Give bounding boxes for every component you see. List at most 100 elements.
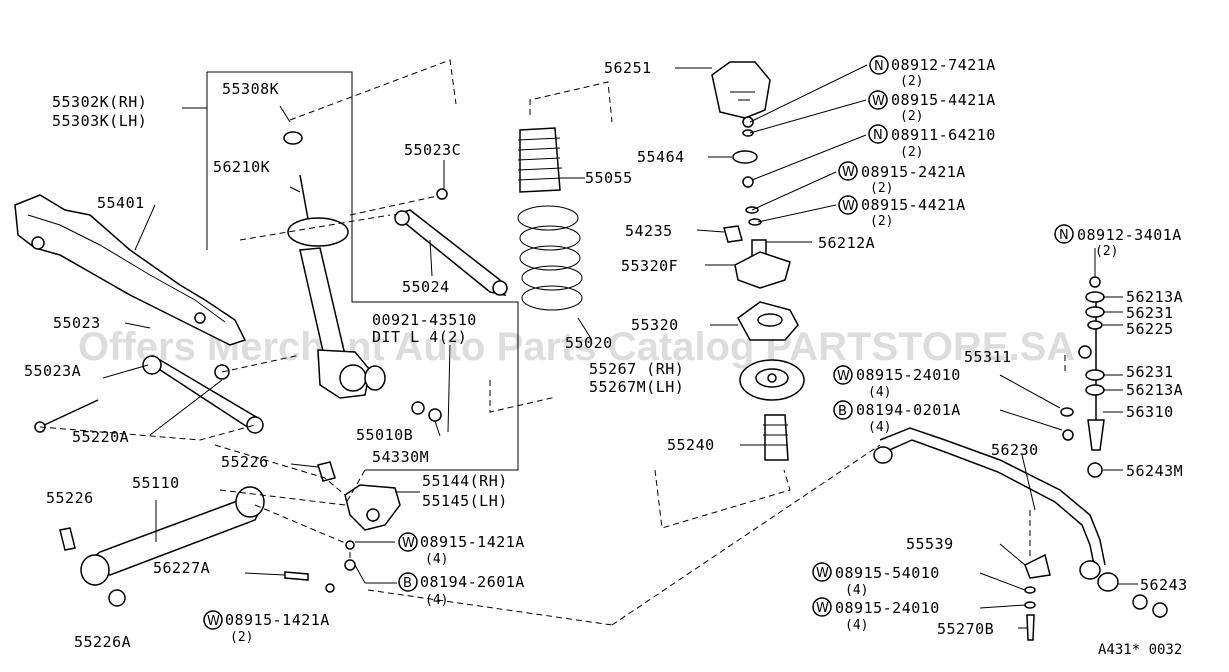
- label-00921-43510[interactable]: 00921-43510: [372, 311, 477, 329]
- label-55302K[interactable]: 55302K(RH): [52, 93, 147, 111]
- label-56213A-b[interactable]: 56213A: [1126, 381, 1183, 399]
- strut-assembly-box: [206, 71, 519, 471]
- nut-55308K[interactable]: [279, 105, 303, 145]
- label-55144[interactable]: 55144(RH): [422, 472, 508, 490]
- stabilizer-link-56310[interactable]: [1078, 276, 1105, 478]
- label-56243[interactable]: 56243: [1140, 576, 1188, 594]
- clamp-55539[interactable]: [1024, 553, 1051, 641]
- bumper-55240[interactable]: [763, 414, 789, 461]
- label-55220A[interactable]: 55220A: [72, 428, 129, 446]
- label-56210K[interactable]: 56210K: [213, 158, 270, 176]
- label-56212A[interactable]: 56212A: [818, 234, 875, 252]
- nut-symbol: N: [874, 59, 884, 74]
- spring-seat-55320[interactable]: [737, 301, 799, 341]
- bolt-55010B[interactable]: [411, 401, 425, 415]
- label-55270B[interactable]: 55270B: [937, 620, 994, 638]
- washer-symbol: W: [842, 165, 855, 180]
- label-56243M[interactable]: 56243M: [1126, 462, 1183, 480]
- label-08915-2421A[interactable]: 08915-2421A: [861, 163, 966, 181]
- label-08912-7421A[interactable]: 08912-7421A: [891, 56, 996, 74]
- label-55308K[interactable]: 55308K: [222, 80, 279, 98]
- nut-symbol: N: [873, 128, 883, 143]
- label-55226-upper[interactable]: 55226: [221, 453, 269, 471]
- label-08911-64210[interactable]: 08911-64210: [891, 126, 996, 144]
- watermark: Offers Merchant Auto Parts Catalog PARTS…: [78, 325, 1075, 369]
- washers-bracket-56230[interactable]: [1060, 407, 1074, 441]
- label-55539[interactable]: 55539: [906, 535, 954, 553]
- leader-lines: [102, 64, 1138, 629]
- bolt-symbol: B: [838, 404, 847, 419]
- label-08915-1421A-b[interactable]: 08915-1421A: [225, 611, 330, 629]
- label-55010B[interactable]: 55010B: [356, 426, 413, 444]
- label-55320[interactable]: 55320: [631, 316, 679, 334]
- label-56230[interactable]: 56230: [991, 441, 1039, 459]
- washer-symbol: W: [402, 536, 415, 551]
- label-55023A[interactable]: 55023A: [24, 362, 81, 380]
- bracket-55144-55145[interactable]: [284, 461, 401, 593]
- label-55024[interactable]: 55024: [402, 278, 450, 296]
- label-54330M[interactable]: 54330M: [372, 448, 429, 466]
- label-56227A[interactable]: 56227A: [153, 559, 210, 577]
- label-08915-24010-b[interactable]: 08915-24010: [835, 599, 940, 617]
- label-54235[interactable]: 54235: [625, 222, 673, 240]
- label-55226A[interactable]: 55226A: [74, 633, 131, 651]
- qty-08915-4421A-b: (2): [870, 214, 893, 229]
- qty-08915-2421A: (2): [870, 181, 893, 196]
- bushings-56243[interactable]: [1097, 572, 1168, 618]
- mount-56212A[interactable]: [734, 239, 791, 289]
- nut-symbol: N: [1059, 228, 1069, 243]
- qty-08911-64210: (2): [900, 145, 923, 160]
- label-55311[interactable]: 55311: [964, 348, 1012, 366]
- label-55020[interactable]: 55020: [565, 334, 613, 352]
- label-56231-a[interactable]: 56231: [1126, 304, 1174, 322]
- label-08194-0201A[interactable]: 08194-0201A: [856, 401, 961, 419]
- label-55320F[interactable]: 55320F: [621, 257, 678, 275]
- qty-08912-3401A: (2): [1095, 244, 1118, 259]
- crossmember-55401[interactable]: [14, 194, 247, 346]
- trailing-link-55110[interactable]: [59, 486, 265, 607]
- washers-upper[interactable]: [723, 116, 762, 243]
- label-08915-24010-a[interactable]: 08915-24010: [856, 366, 961, 384]
- lower-arm-55220A[interactable]: [34, 355, 264, 434]
- label-08194-2601A[interactable]: 08194-2601A: [420, 573, 525, 591]
- washer-symbol: W: [872, 94, 885, 109]
- upper-insulator-56251[interactable]: [711, 61, 771, 119]
- label-55240[interactable]: 55240: [667, 436, 715, 454]
- label-08915-54010[interactable]: 08915-54010: [835, 564, 940, 582]
- label-55267[interactable]: 55267 (RH): [589, 360, 684, 378]
- bound-bumper-55055[interactable]: [517, 127, 585, 193]
- label-56213A-a[interactable]: 56213A: [1126, 288, 1183, 306]
- label-08915-4421A-b[interactable]: 08915-4421A: [861, 196, 966, 214]
- qty-08915-1421A-a: (4): [425, 552, 448, 567]
- figure-code: A431* 0032: [1098, 642, 1182, 658]
- label-08912-3401A[interactable]: 08912-3401A: [1077, 226, 1182, 244]
- label-08915-1421A-a[interactable]: 08915-1421A: [420, 533, 525, 551]
- coil-spring-55020[interactable]: [517, 205, 593, 341]
- label-55464[interactable]: 55464: [637, 148, 685, 166]
- washer-symbol: W: [816, 601, 829, 616]
- stabilizer-bar-56230[interactable]: [873, 427, 1106, 580]
- qty-08915-24010-b: (4): [845, 618, 868, 633]
- label-55110[interactable]: 55110: [132, 474, 180, 492]
- spring-seat-55267[interactable]: [739, 359, 805, 401]
- lateral-link-55024[interactable]: [393, 188, 508, 296]
- label-56310[interactable]: 56310: [1126, 403, 1174, 421]
- label-55055[interactable]: 55055: [585, 169, 633, 187]
- label-55267M[interactable]: 55267M(LH): [589, 378, 684, 396]
- label-55145[interactable]: 55145(LH): [422, 492, 508, 510]
- label-56231-b[interactable]: 56231: [1126, 363, 1174, 381]
- label-55023[interactable]: 55023: [53, 314, 101, 332]
- label-55023C[interactable]: 55023C: [404, 141, 461, 159]
- label-55401[interactable]: 55401: [97, 194, 145, 212]
- label-56225[interactable]: 56225: [1126, 320, 1174, 338]
- label-08915-4421A-a[interactable]: 08915-4421A: [891, 91, 996, 109]
- label-56251[interactable]: 56251: [604, 59, 652, 77]
- label-55226-left[interactable]: 55226: [46, 489, 94, 507]
- label-55303K[interactable]: 55303K(LH): [52, 112, 147, 130]
- nut-54330M[interactable]: [428, 408, 442, 437]
- shock-absorber-56210K[interactable]: [287, 174, 386, 399]
- washer-symbol: W: [207, 614, 220, 629]
- qty-08915-1421A-b: (2): [230, 630, 253, 645]
- qty-08912-7421A: (2): [900, 74, 923, 89]
